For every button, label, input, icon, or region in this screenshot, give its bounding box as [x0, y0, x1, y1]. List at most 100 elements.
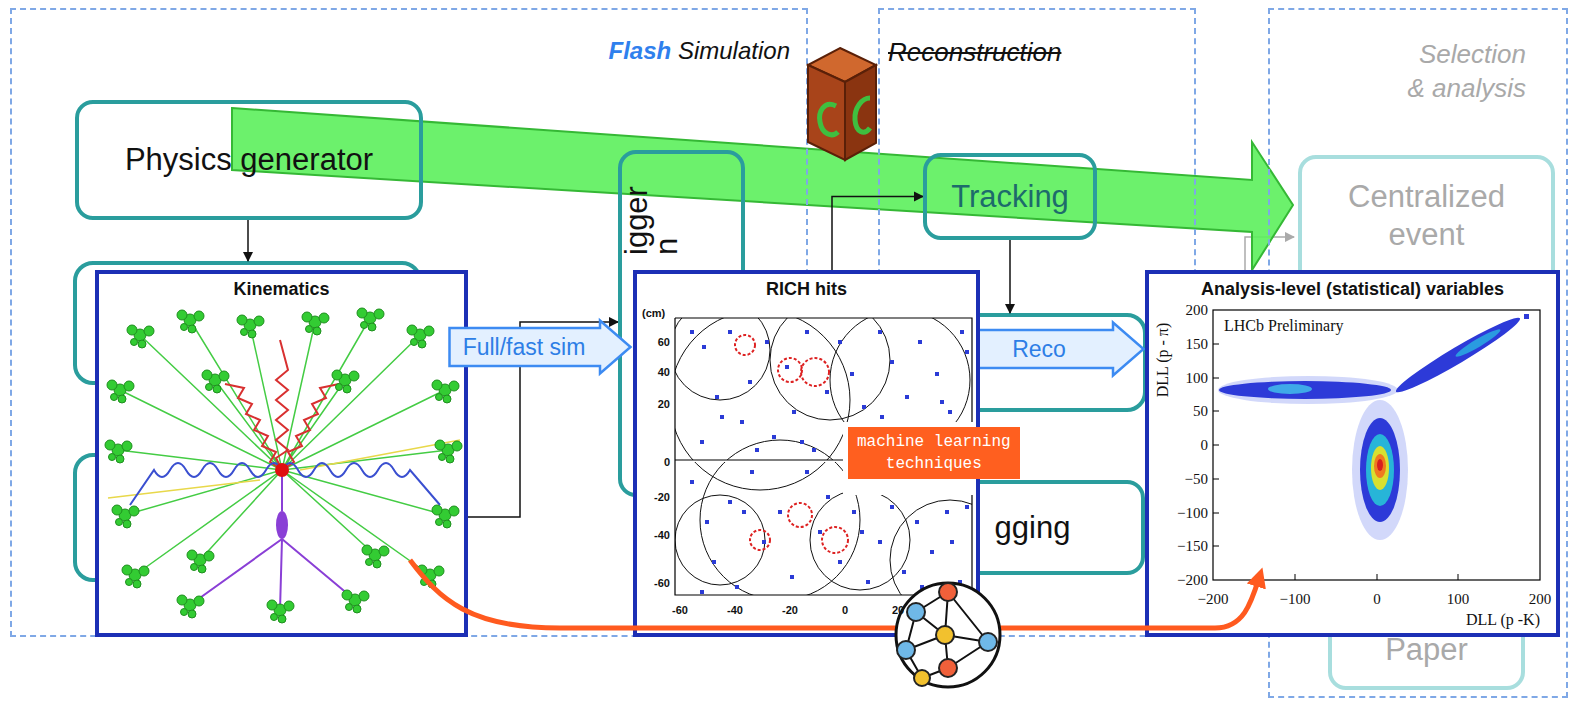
network-node — [939, 583, 957, 601]
neural-network-icon — [896, 583, 1000, 687]
tag-label: machine learning techniques — [856, 431, 1012, 475]
figure-panel: Analysis-level (statistical) variables — [1145, 270, 1560, 637]
block-arrow: Reco — [965, 321, 1145, 377]
region-title: Reconstruction — [888, 37, 1061, 67]
ring — [700, 440, 860, 600]
collision-vertex — [275, 463, 289, 477]
crate-face — [808, 48, 876, 82]
ring — [801, 358, 829, 386]
density-halo — [1352, 400, 1408, 540]
hadron-cluster — [202, 370, 229, 393]
network-node — [914, 670, 930, 686]
big-green-arrow — [232, 108, 1293, 270]
hadron-cluster — [107, 380, 134, 403]
hadron-cluster — [122, 565, 149, 588]
box-label: Physics generator — [125, 142, 373, 178]
ring — [750, 530, 770, 550]
stray-entry — [1524, 314, 1529, 319]
photon-hits — [690, 330, 969, 594]
hadron-cluster — [362, 545, 389, 568]
hadron-cluster — [105, 440, 132, 463]
hadron-cluster — [435, 440, 462, 463]
arrow-label: Full/fast sim — [448, 333, 600, 361]
ring — [675, 495, 765, 585]
kaon-band — [1392, 311, 1524, 398]
block-arrow: Full/fast sim — [448, 319, 632, 375]
hadron-cluster — [357, 308, 384, 331]
network-links — [906, 592, 988, 678]
hadron-cluster — [267, 600, 294, 623]
ring — [810, 490, 910, 590]
ring — [890, 500, 1010, 620]
region-title: Flash — [609, 37, 672, 64]
hadron-cluster — [302, 312, 329, 335]
plot-frame — [1213, 310, 1540, 580]
hadron-cluster — [112, 505, 139, 528]
ring — [822, 527, 848, 553]
hadron-cluster — [177, 595, 204, 618]
ring — [735, 335, 755, 355]
region-heading: FlashSimulation — [609, 37, 790, 65]
hadron-cluster — [342, 590, 369, 613]
arrow-label: Reco — [965, 335, 1113, 363]
rotated-label: igger n — [622, 175, 682, 255]
hadron-cluster — [332, 370, 359, 393]
decay-vertex — [276, 511, 288, 539]
particle-tracks — [118, 318, 448, 575]
icon-circle — [896, 583, 1000, 687]
crate-face — [845, 65, 876, 160]
tick-marks — [1213, 344, 1458, 580]
region-heading: Selection & analysis — [1402, 37, 1526, 105]
box-label: Tracking — [951, 179, 1069, 215]
crate-mark — [820, 104, 838, 134]
network-node — [897, 641, 915, 659]
region-title: Simulation — [678, 37, 790, 64]
network-node — [936, 626, 954, 644]
process-box: Physics generator — [75, 100, 423, 220]
proton-peak — [1371, 446, 1389, 490]
panel-title: Analysis-level (statistical) variables — [1149, 274, 1556, 300]
hadron-cluster — [432, 505, 459, 528]
hadron-cluster — [407, 325, 434, 348]
hadron-cluster — [237, 315, 264, 338]
proton-peak — [1374, 454, 1386, 478]
rich-plot — [670, 300, 1010, 620]
rich-rings — [670, 300, 1010, 620]
callout-tag: machine learning techniques — [848, 427, 1020, 479]
crate-face — [808, 65, 845, 160]
process-box: Tracking — [923, 153, 1097, 240]
proton-peak — [1360, 418, 1400, 522]
gluon-line — [276, 340, 288, 470]
box-label: Centralized event — [1344, 178, 1509, 254]
flow-wire — [1009, 240, 1011, 313]
proton-peak — [1377, 459, 1383, 471]
ring — [670, 310, 850, 490]
proton-peak — [1366, 434, 1394, 506]
coil-line — [282, 463, 440, 505]
gluon-line — [225, 384, 282, 470]
crate-icon — [808, 48, 876, 160]
region-heading: Reconstruction — [888, 37, 1061, 68]
pion-band — [1219, 381, 1391, 399]
kaon-band — [1454, 326, 1503, 359]
hadron-cluster — [417, 565, 444, 588]
box-label: Paper — [1385, 632, 1468, 668]
panel-title: RICH hits — [637, 274, 976, 300]
flow-wire — [247, 220, 249, 261]
coil-line — [130, 463, 282, 505]
hadron-cluster — [432, 380, 459, 403]
hadron-cluster — [127, 325, 154, 348]
crate-mark — [855, 98, 870, 132]
density-halo — [1218, 376, 1398, 404]
panel-title: Kinematics — [99, 274, 464, 300]
ring — [778, 358, 802, 382]
ring — [830, 310, 970, 450]
pion-band — [1268, 384, 1312, 394]
ml-shortcut-arrow — [410, 560, 1260, 628]
network-node — [939, 659, 957, 677]
event-display — [105, 308, 462, 623]
network-node — [979, 633, 997, 651]
box-label: gging — [995, 510, 1071, 546]
figure-panel: Kinematics — [95, 270, 468, 637]
decay-line — [190, 470, 355, 610]
